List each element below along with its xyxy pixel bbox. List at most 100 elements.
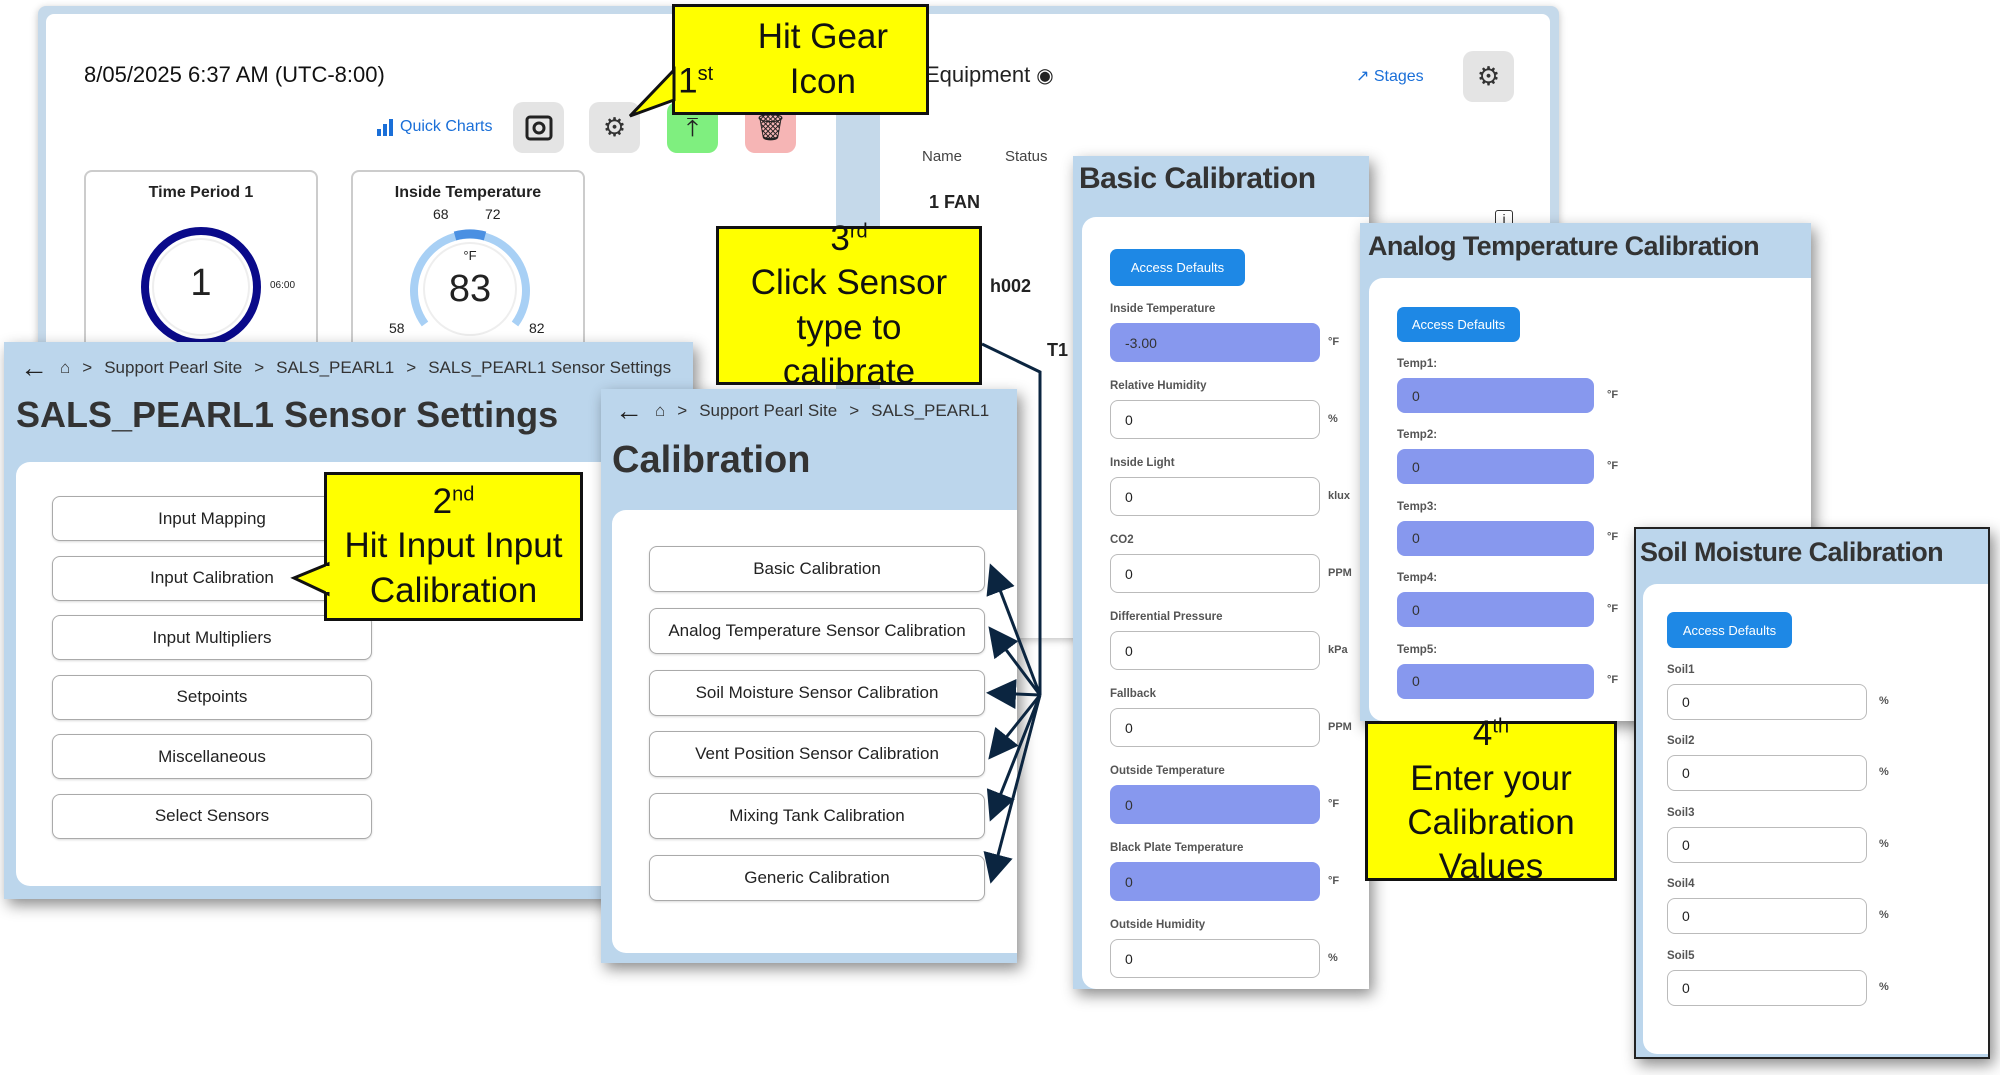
unit-label: %: [1328, 412, 1338, 425]
outside-humidity-input[interactable]: 0: [1110, 939, 1320, 978]
breadcrumb: ← ⌂ >Support Pearl Site >SALS_PEARL1: [615, 395, 990, 426]
calibration-generic-calibration-button[interactable]: Generic Calibration: [649, 855, 985, 901]
upload-icon: ⤒: [686, 111, 699, 142]
fallback-input[interactable]: 0: [1110, 708, 1320, 747]
temp3-input[interactable]: 0: [1397, 520, 1594, 556]
trash-icon: 🗑: [753, 112, 787, 142]
access-defaults-button[interactable]: Access Defaults: [1667, 612, 1792, 648]
breadcrumb-site[interactable]: Support Pearl Site: [699, 401, 838, 420]
calibration-soil-moisture-sensor-calibration-button[interactable]: Soil Moisture Sensor Calibration: [649, 669, 985, 716]
callout-step-3: 3rd Click Sensor type to calibrate: [716, 219, 982, 391]
calibration-mixing-tank-calibration-button[interactable]: Mixing Tank Calibration: [649, 793, 985, 840]
unit-label: %: [1879, 766, 1889, 779]
eye-icon: [525, 115, 552, 140]
temp-unit: °F: [463, 248, 477, 263]
calibration-panel: ← ⌂ >Support Pearl Site >SALS_PEARL1 Cal…: [601, 389, 1017, 963]
unit-label: kPa: [1328, 643, 1348, 656]
back-arrow-icon[interactable]: ←: [20, 352, 48, 383]
bar-chart-icon: [377, 119, 393, 136]
breadcrumb-controller[interactable]: SALS_PEARL1: [276, 358, 395, 377]
eye-icon[interactable]: ◉: [1036, 64, 1054, 87]
unit-label: %: [1879, 837, 1889, 850]
equipment-row[interactable]: T1: [1047, 340, 1069, 360]
callout-step-2: 2nd Hit Input Input Calibration: [324, 472, 583, 621]
calibration-basic-calibration-button[interactable]: Basic Calibration: [649, 546, 985, 592]
inside-temperature-input[interactable]: -3.00: [1110, 323, 1320, 362]
access-defaults-button[interactable]: Access Defaults: [1110, 249, 1245, 286]
menu-setpoints-button[interactable]: Setpoints: [52, 674, 372, 720]
menu-select-sensors-button[interactable]: Select Sensors: [52, 793, 372, 839]
temp-min: 58: [389, 320, 405, 336]
unit-label: °F: [1607, 459, 1619, 472]
breadcrumb-site[interactable]: Support Pearl Site: [104, 358, 243, 377]
field-label: Outside Temperature: [1110, 765, 1225, 777]
inside-light-input[interactable]: 0: [1110, 477, 1320, 516]
differential-pressure-input[interactable]: 0: [1110, 631, 1320, 670]
panel-title: Analog Temperature Calibration: [1368, 231, 1760, 261]
field-label: Temp3:: [1397, 500, 1438, 513]
unit-label: klux: [1328, 489, 1351, 502]
callout-step-4: 4th Enter your Calibration Values: [1365, 714, 1617, 886]
view-button[interactable]: [513, 102, 564, 153]
soil2-input[interactable]: 0: [1667, 755, 1867, 792]
back-arrow-icon[interactable]: ←: [615, 395, 643, 426]
equipment-row[interactable]: 1 FAN: [929, 192, 981, 212]
unit-label: PPM: [1328, 720, 1352, 733]
quick-charts-link[interactable]: Quick Charts: [376, 118, 492, 136]
relative-humidity-input[interactable]: 0: [1110, 400, 1320, 439]
calibration-vent-position-sensor-calibration-button[interactable]: Vent Position Sensor Calibration: [649, 731, 985, 778]
home-icon[interactable]: ⌂: [655, 401, 666, 420]
inside-temp-title: Inside Temperature: [394, 184, 542, 201]
menu-input-mapping-button[interactable]: Input Mapping: [52, 496, 372, 541]
unit-label: °F: [1607, 602, 1619, 615]
column-name: Name: [922, 148, 963, 165]
unit-label: °F: [1607, 674, 1619, 687]
field-label: Differential Pressure: [1110, 611, 1223, 623]
unit-label: °F: [1328, 335, 1340, 348]
field-label: Soil4: [1667, 878, 1695, 891]
menu-input-multipliers-button[interactable]: Input Multipliers: [52, 615, 372, 660]
black-plate-temperature-input[interactable]: 0: [1110, 862, 1320, 901]
soil3-input[interactable]: 0: [1667, 826, 1867, 863]
datetime: 8/05/2025 6:37 AM (UTC-8:00): [84, 62, 385, 87]
menu-miscellaneous-button[interactable]: Miscellaneous: [52, 734, 372, 779]
home-icon[interactable]: ⌂: [60, 358, 71, 377]
unit-label: PPM: [1328, 566, 1352, 579]
temp1-input[interactable]: 0: [1397, 378, 1594, 413]
time-period-time: 06:00: [270, 280, 296, 291]
settings-gear-button[interactable]: ⚙: [589, 102, 640, 153]
calibration-analog-temperature-sensor-calibration-button[interactable]: Analog Temperature Sensor Calibration: [649, 607, 985, 654]
equipment-row[interactable]: h002: [990, 276, 1032, 296]
breadcrumb-controller[interactable]: SALS_PEARL1: [871, 401, 990, 420]
temp5-input[interactable]: 0: [1397, 663, 1594, 699]
stages-link[interactable]: ↗ Stages: [1356, 68, 1424, 85]
unit-label: %: [1328, 951, 1338, 964]
soil1-input[interactable]: 0: [1667, 684, 1867, 720]
field-label: Fallback: [1110, 688, 1157, 700]
setpoint-high: 72: [485, 206, 501, 222]
equipment-heading: Equipment◉: [925, 62, 1054, 88]
equipment-gear-button[interactable]: ⚙: [1463, 51, 1514, 102]
outside-temperature-input[interactable]: 0: [1110, 785, 1320, 824]
field-label: Relative Humidity: [1110, 380, 1207, 392]
temp4-input[interactable]: 0: [1397, 592, 1594, 628]
inside-temp-card: Inside Temperature 68 72 °F 83 58 82: [351, 170, 585, 370]
temp2-input[interactable]: 0: [1397, 449, 1594, 485]
breadcrumb: ← ⌂ >Support Pearl Site >SALS_PEARL1 >SA…: [20, 352, 672, 383]
soil5-input[interactable]: 0: [1667, 969, 1867, 1006]
field-label: Soil5: [1667, 949, 1695, 962]
time-period-title: Time Period 1: [148, 184, 254, 201]
column-status: Status: [1005, 148, 1048, 165]
unit-label: %: [1879, 909, 1889, 922]
co2-input[interactable]: 0: [1110, 554, 1320, 593]
soil4-input[interactable]: 0: [1667, 898, 1867, 935]
panel-title: Soil Moisture Calibration: [1640, 537, 1944, 567]
access-defaults-button[interactable]: Access Defaults: [1397, 307, 1520, 342]
temp-max: 82: [529, 320, 545, 336]
field-label: Black Plate Temperature: [1110, 842, 1244, 854]
setpoint-low: 68: [433, 206, 449, 222]
field-label: Outside Humidity: [1110, 919, 1206, 931]
panel-title: Basic Calibration: [1079, 162, 1316, 195]
gear-icon: ⚙: [1476, 61, 1501, 91]
